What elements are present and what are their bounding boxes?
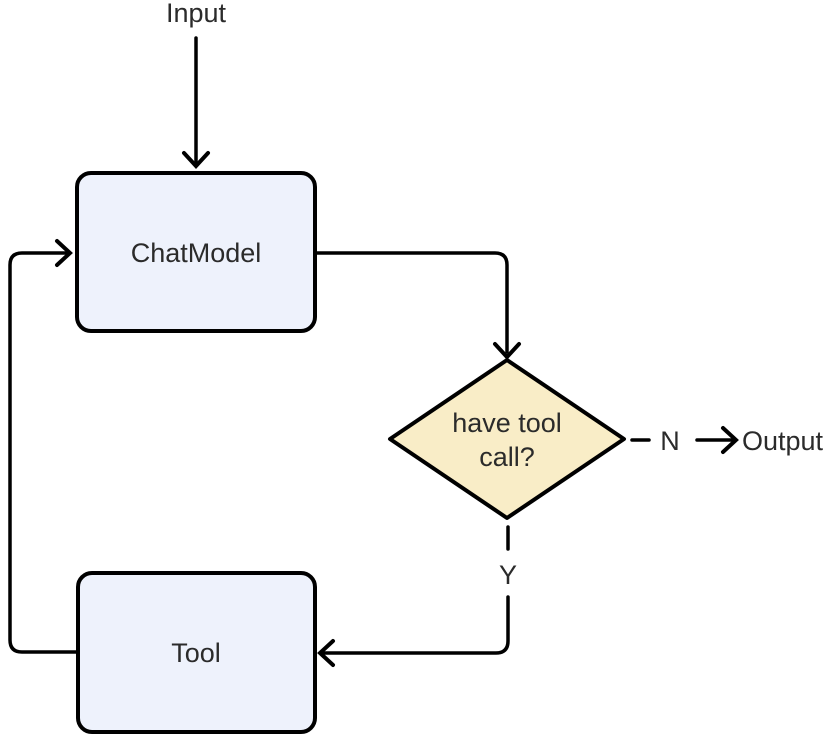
arrow-right-icon — [55, 239, 73, 267]
tool-node — [76, 571, 317, 734]
decision-label-line2: call? — [479, 442, 535, 472]
yes-edge-label: Y — [499, 560, 517, 590]
arrow-down-icon — [182, 151, 210, 169]
chatmodel-label: ChatModel — [131, 238, 262, 268]
edge-tool-to-chatmodel — [8, 251, 80, 654]
labels-layer: Input ChatModel have tool call? N Output… — [131, 0, 824, 668]
output-label: Output — [742, 426, 824, 456]
edge-decision-to-tool-shaft — [322, 595, 510, 655]
edge-chatmodel-to-decision — [315, 251, 509, 354]
arrow-down-icon — [493, 342, 521, 360]
nodes-layer — [75, 171, 626, 734]
arrow-left-icon — [317, 639, 335, 667]
tool-label: Tool — [171, 638, 221, 668]
chatmodel-node — [75, 171, 317, 333]
input-label: Input — [166, 0, 227, 28]
edges-layer — [8, 36, 739, 667]
arrow-right-icon — [721, 426, 739, 454]
decision-label-line1: have tool — [452, 408, 562, 438]
no-edge-label: N — [660, 426, 680, 456]
decision-diamond-node — [388, 358, 626, 520]
